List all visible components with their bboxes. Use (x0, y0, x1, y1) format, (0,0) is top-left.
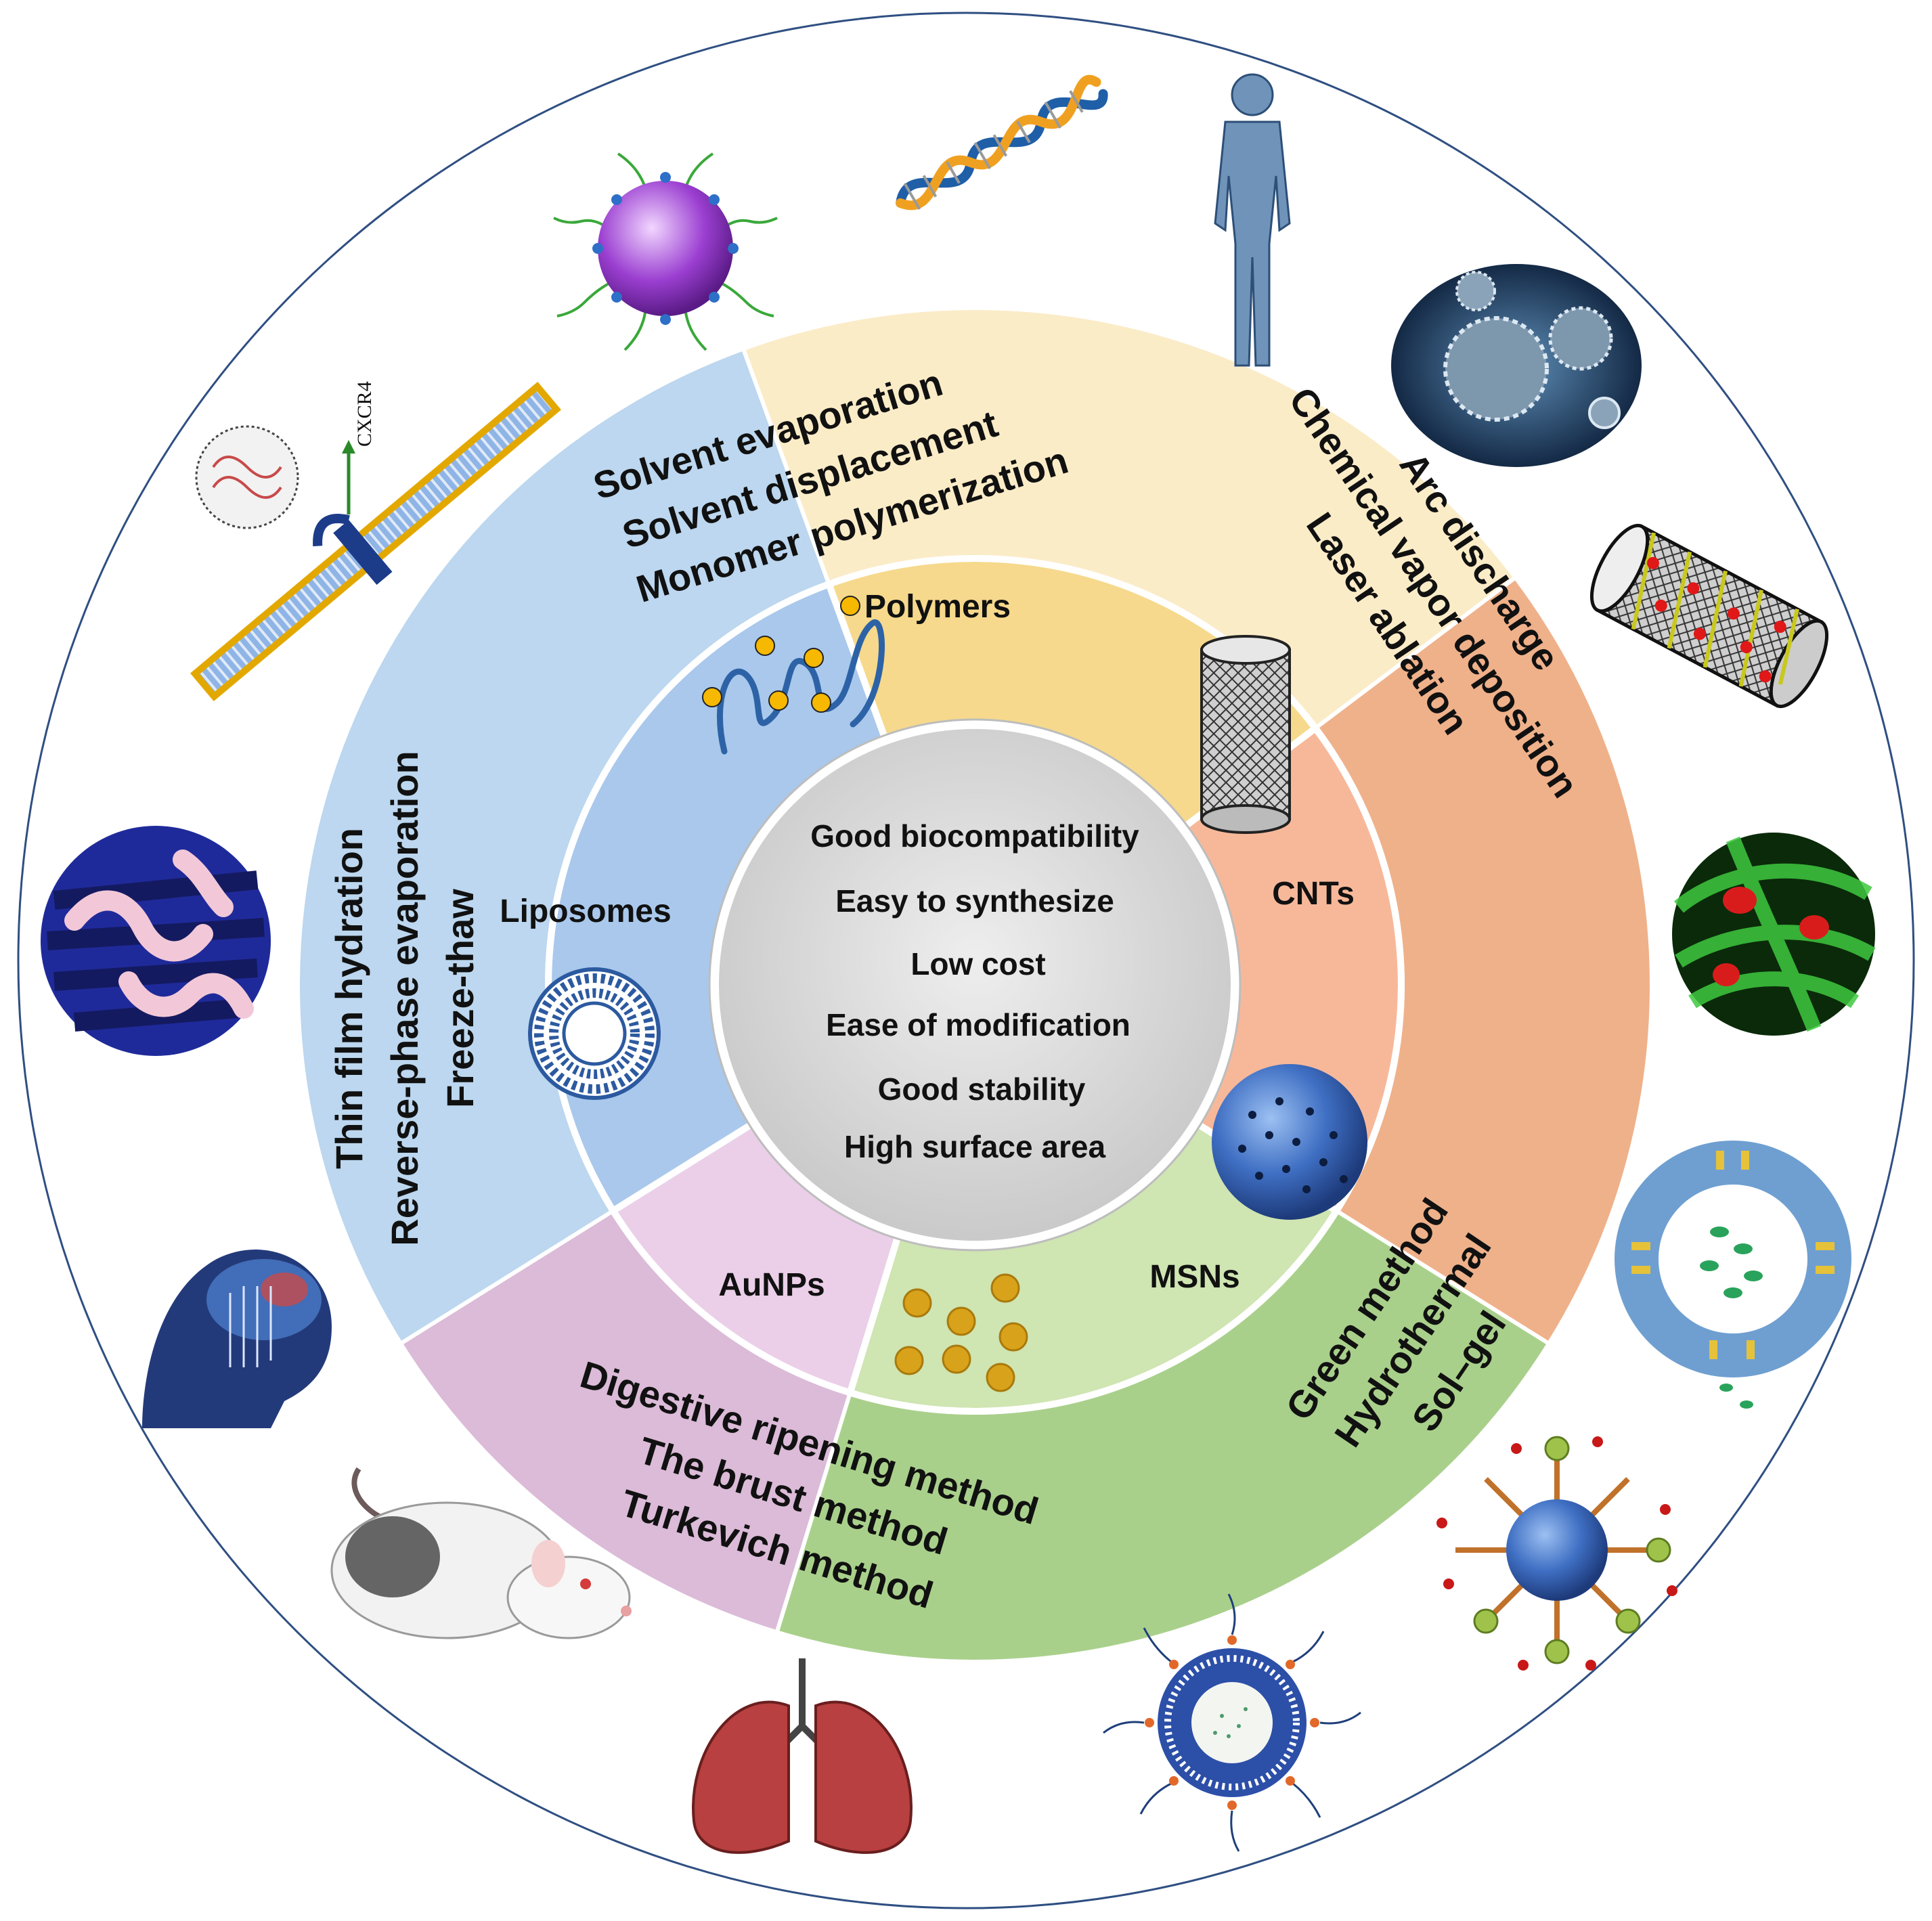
material-name-cnts: CNTs (1272, 876, 1355, 912)
inner-ring-divider (545, 555, 1405, 1415)
carbon-nanotube-icon (1200, 635, 1291, 834)
liposome-icon (528, 967, 661, 1100)
fluorescent-cells-icon (1672, 833, 1876, 1036)
cxcr4-label: CXCR4 (353, 381, 376, 447)
material-name-msns: MSNs (1149, 1259, 1239, 1295)
method-liposomes-1: Thin film hydration (328, 828, 370, 1169)
brain-scan-icon (142, 1250, 332, 1428)
property-4: Ease of modification (826, 1007, 1130, 1042)
property-6: High surface area (844, 1129, 1105, 1164)
center-disk-rim (708, 718, 1242, 1252)
lungs-icon (692, 1658, 913, 1854)
functionalized-nanoparticle-icon (553, 152, 778, 351)
vesicle-drug-release-icon (1615, 1141, 1851, 1409)
property-5: Good stability (878, 1072, 1086, 1107)
targeted-nanoparticle-icon (1436, 1436, 1677, 1671)
virus-icon (1391, 264, 1642, 467)
cxcr4-receptor-membrane-icon: CXCR4 (190, 381, 561, 702)
mesoporous-silica-sphere-icon (1212, 1064, 1367, 1220)
method-liposomes-2: Reverse-phase evaporation (383, 751, 426, 1245)
center-properties: Good biocompatibility Easy to synthesize… (810, 818, 1139, 1164)
lab-mouse-icon (330, 1467, 632, 1639)
method-liposomes-3: Freeze-thaw (439, 889, 481, 1108)
dna-helix-icon (896, 74, 1108, 211)
sector-layer (296, 306, 1654, 1664)
material-name-aunps: AuNPs (718, 1267, 825, 1303)
polymer-chain-icon (702, 596, 885, 755)
material-name-liposomes: Liposomes (500, 893, 671, 929)
property-1: Good biocompatibility (810, 818, 1139, 854)
property-3: Low cost (910, 946, 1045, 981)
cell-surface-micrograph-icon (41, 826, 271, 1056)
material-name-polymers: Polymers (864, 589, 1011, 625)
nanoparticle-with-dna-icon (195, 425, 299, 529)
pegylated-liposome-icon (1103, 1593, 1361, 1852)
property-2: Easy to synthesize (835, 883, 1114, 919)
drug-loaded-nanotube-icon (1589, 523, 1829, 709)
methods-liposomes: Thin film hydration Reverse-phase evapor… (328, 751, 481, 1245)
outer-ring (17, 12, 1915, 1909)
center-disk (709, 720, 1240, 1250)
gold-nanoparticles-icon (894, 1273, 1028, 1392)
human-body-icon (1214, 73, 1291, 367)
